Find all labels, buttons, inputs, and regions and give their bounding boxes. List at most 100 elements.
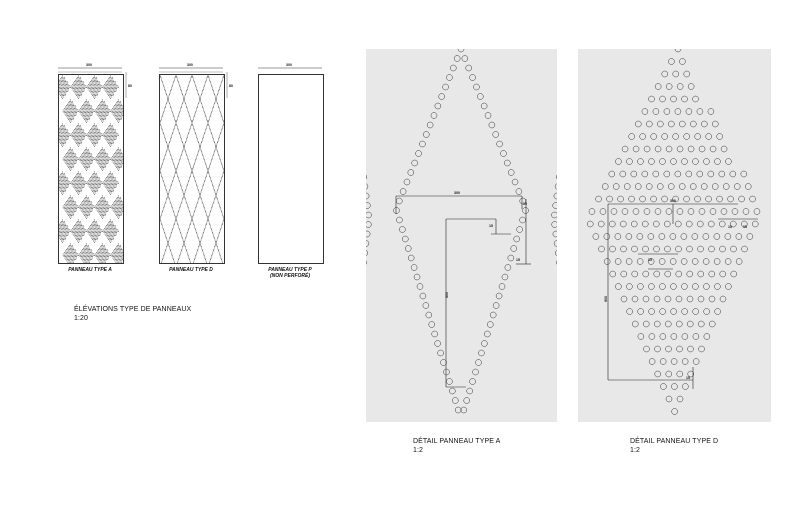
perforation-dot — [89, 82, 91, 84]
perforation-dot — [63, 127, 65, 129]
perforation-dot — [102, 102, 104, 104]
perforation-dot — [120, 102, 122, 104]
perforation-dot — [121, 109, 123, 111]
perforation-dot — [75, 158, 77, 160]
perforation-dot — [59, 129, 61, 131]
perforation-dot — [100, 258, 102, 260]
perforation-dot — [65, 88, 67, 90]
perforation-dot — [185, 142, 186, 144]
perforation-dot — [59, 130, 60, 132]
perforation-dot — [89, 185, 91, 187]
perforation-dot — [80, 253, 82, 255]
perforation-dot — [203, 135, 205, 137]
perforation-dot — [106, 236, 108, 238]
perforation-dot — [103, 88, 105, 90]
perforation-dot — [169, 235, 171, 237]
perforation-dot — [171, 205, 173, 207]
perforation-dot — [72, 250, 74, 252]
perforation-dot — [187, 182, 189, 184]
perforation-dot — [110, 88, 112, 90]
perforation-dot — [85, 243, 87, 245]
perforation-dot — [102, 100, 104, 102]
perforation-dot — [98, 160, 100, 162]
perforation-dot — [63, 205, 65, 207]
perforation-dot — [98, 85, 100, 87]
perforation-dot — [188, 179, 190, 181]
perforation-dot — [181, 140, 183, 142]
perforation-dot — [72, 114, 74, 116]
perforation-dot — [121, 154, 123, 156]
perforation-dot — [170, 186, 172, 188]
perforation-dot — [91, 81, 93, 83]
perforation-dot — [115, 113, 117, 115]
perforation-dot — [113, 107, 115, 109]
perforation-dot — [63, 253, 65, 255]
perforation-dot — [165, 248, 167, 250]
perforation-dot — [60, 134, 62, 136]
perforation-dot — [112, 83, 114, 85]
perforation-dot — [175, 121, 177, 123]
perforation-dot — [162, 257, 164, 259]
perforation-dot — [71, 155, 73, 157]
perforation-dot — [78, 237, 80, 239]
perforation-dot — [117, 107, 119, 109]
perforation-dot — [65, 226, 67, 228]
perforation-dot — [94, 130, 96, 132]
perforation-dot — [119, 151, 121, 153]
perforation-dot — [199, 243, 201, 245]
perforation-dot — [96, 175, 98, 177]
perforation-dot — [59, 178, 60, 180]
perforation-dot — [85, 247, 87, 249]
perforation-dot — [98, 210, 100, 212]
perforation-dot — [116, 209, 118, 211]
perforation-dot — [105, 138, 107, 140]
perforation-dot — [212, 234, 214, 236]
perforation-dot — [223, 123, 224, 125]
perforation-dot — [112, 209, 114, 211]
perforation-dot — [76, 82, 77, 84]
perforation-dot — [59, 85, 61, 87]
perforation-dot — [66, 137, 68, 139]
perforation-dot — [117, 158, 119, 160]
perforation-dot — [114, 181, 116, 183]
perforation-dot — [63, 129, 65, 131]
perforation-dot — [94, 85, 96, 87]
perforation-dot — [99, 164, 101, 166]
perforation-dot — [78, 233, 80, 235]
perforation-dot — [201, 142, 202, 144]
perforation-dot — [110, 226, 112, 228]
perforation-dot — [188, 256, 190, 258]
perforation-dot — [112, 222, 114, 224]
perforation-dot — [192, 220, 193, 222]
perforation-dot — [75, 88, 77, 90]
perforation-dot — [67, 165, 69, 167]
perforation-dot — [76, 76, 78, 78]
perforation-dot — [115, 230, 117, 232]
perforation-dot — [63, 239, 64, 241]
perforation-dot — [99, 160, 101, 162]
perforation-dot — [184, 192, 186, 194]
perforation-dot — [74, 90, 76, 92]
perforation-dot — [93, 223, 95, 225]
perforation-dot — [200, 144, 202, 146]
perforation-dot — [61, 175, 63, 177]
perforation-dot — [62, 241, 64, 243]
perforation-dot — [174, 168, 176, 170]
perforation-dot — [74, 107, 75, 109]
perforation-dot — [59, 181, 61, 183]
perforation-dot — [72, 185, 74, 187]
perforation-dot — [168, 100, 170, 102]
perforation-dot — [77, 86, 79, 88]
perforation-dot — [160, 166, 162, 168]
perforation-dot — [61, 184, 63, 186]
perforation-dot — [160, 214, 162, 216]
perforation-dot — [98, 229, 100, 231]
perforation-dot — [107, 223, 108, 225]
perforation-dot — [77, 109, 79, 111]
perforation-dot — [78, 158, 80, 160]
perforation-dot — [112, 131, 114, 133]
perforation-dot — [69, 216, 71, 218]
perforation-dot — [103, 100, 105, 102]
perforation-dot — [62, 141, 64, 143]
perforation-dot — [213, 235, 215, 237]
